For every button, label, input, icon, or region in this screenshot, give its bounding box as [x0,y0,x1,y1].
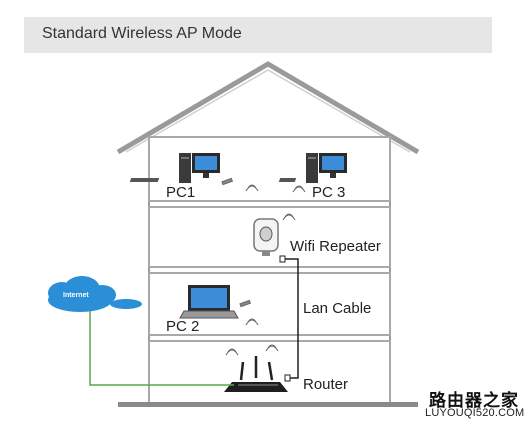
pc2-label: PC 2 [166,318,200,335]
wifi-repeater-label: Wifi Repeater [290,238,381,255]
house-roof-inner [125,69,411,153]
internet-cloud-icon [48,276,142,312]
lan-cable [283,258,299,379]
pc1-label: PC1 [166,184,196,201]
page-title: Standard Wireless AP Mode [42,25,242,42]
wifi-signal-icon [282,213,296,221]
house-roof [116,61,420,155]
wifi-repeater-icon [253,218,279,256]
ground-line [118,402,418,407]
internet-line [89,311,234,386]
pc3-icon [278,153,347,183]
wifi-signal-icon [292,185,306,193]
lan-cable-plug [279,255,286,263]
watermark-url: LUYOUQI520.COM [425,407,525,419]
watermark-logo-text: 路由器之家 [429,391,519,411]
router-icon [224,356,288,392]
title-banner: Standard Wireless AP Mode [24,17,492,53]
pc1-icon [129,153,220,183]
router-label: Router [303,376,349,393]
wifi-signal-icon [225,344,279,356]
pc3-label: PC 3 [312,184,346,201]
wifi-signal-icon [239,299,259,326]
lan-cable-plug [284,374,291,382]
internet-label: Internet [63,292,89,299]
pc2-laptop-icon [179,285,239,319]
wifi-signal-icon [221,177,259,192]
lan-cable-label: Lan Cable [303,300,372,317]
